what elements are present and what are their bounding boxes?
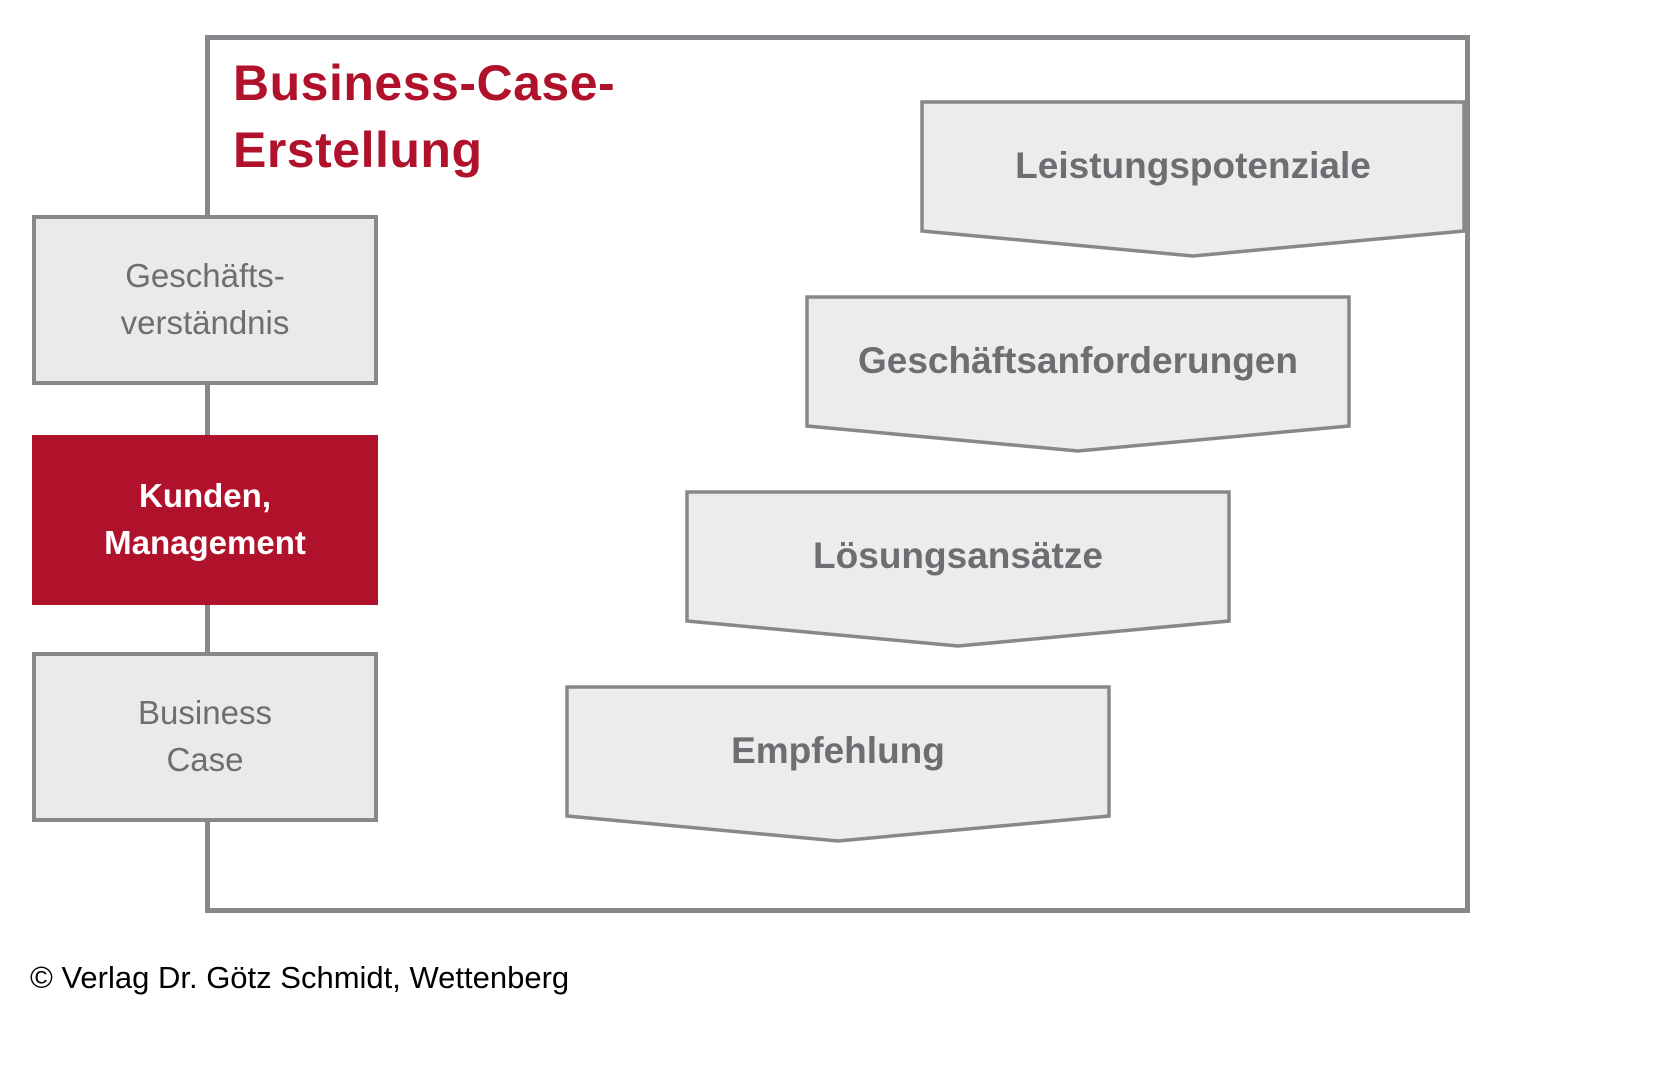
box-label-line: Business — [138, 694, 272, 732]
banner-label: Leistungspotenziale — [1015, 145, 1371, 186]
box-geschaeftsverstaendnis: Geschäfts- verständnis — [32, 215, 378, 385]
title-line-2: Erstellung — [233, 122, 483, 178]
box-label-line: verständnis — [120, 304, 290, 341]
diagram-title: Business-Case- Erstellung — [233, 50, 615, 184]
banner-loesungsansaetze: Lösungsansätze — [685, 490, 1231, 648]
box-label-line: Management — [104, 524, 306, 561]
box-label-line: Kunden, — [139, 477, 271, 515]
banner-pennant-shape — [565, 685, 1111, 843]
banner-label: Geschäftsanforderungen — [858, 340, 1298, 381]
box-label-line: Case — [166, 741, 244, 778]
copyright-text: © Verlag Dr. Götz Schmidt, Wettenberg — [30, 960, 570, 995]
box-business-case: Business Case — [32, 652, 378, 822]
box-kunden-management: Kunden, Management — [32, 435, 378, 605]
banner-geschaeftsanforderungen: Geschäftsanforderungen — [805, 295, 1351, 453]
banner-label: Empfehlung — [731, 730, 945, 771]
banner-label: Lösungsansätze — [813, 535, 1103, 576]
banner-pennant-shape — [805, 295, 1351, 453]
box-label-line: Geschäfts- — [125, 257, 285, 295]
banner-leistungspotenziale: Leistungspotenziale — [920, 100, 1466, 258]
banner-pennant-shape — [685, 490, 1231, 648]
banner-empfehlung: Empfehlung — [565, 685, 1111, 843]
banner-pennant-shape — [920, 100, 1466, 258]
title-line-1: Business-Case- — [233, 55, 616, 111]
